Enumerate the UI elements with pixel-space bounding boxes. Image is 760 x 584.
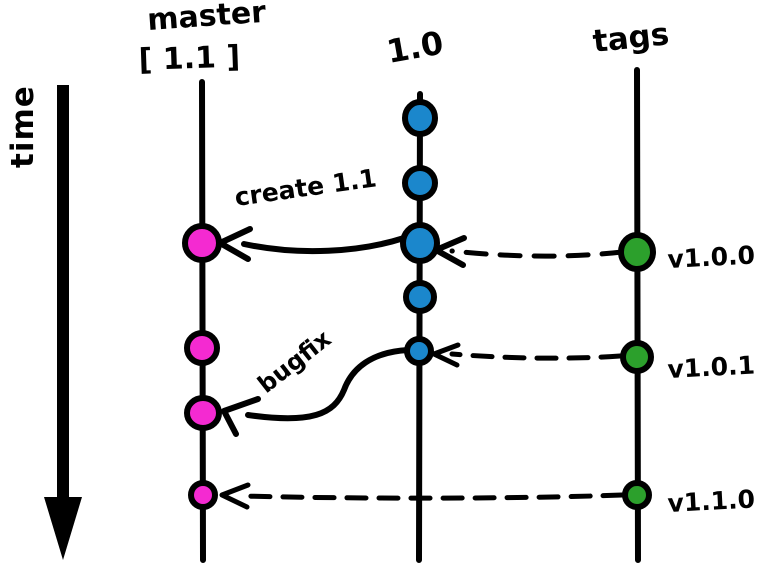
column-label-master: master — [146, 0, 267, 38]
arrowhead-tag-v101 — [431, 342, 461, 368]
commit-node-1-0-4[interactable] — [403, 280, 437, 314]
branch-line-1-0 — [416, 91, 423, 563]
arrowhead-tag-v100 — [433, 235, 467, 268]
commit-node-master-1[interactable] — [182, 223, 222, 263]
arrowhead-create-1-1 — [217, 226, 253, 262]
commit-nodes-master — [182, 223, 222, 510]
commit-node-master-3[interactable] — [184, 395, 222, 431]
tag-label-v101: v1.0.1 — [667, 350, 756, 384]
arrow-tag-v110-to-master — [241, 492, 625, 501]
arrowhead-bugfix — [221, 396, 261, 437]
commit-node-master-4[interactable] — [188, 480, 218, 510]
arrow-bugfix — [245, 347, 411, 422]
arrowhead-tag-v110 — [219, 482, 251, 510]
tag-label-v110: v1.1.0 — [667, 484, 756, 518]
branch-line-tags — [634, 67, 641, 563]
time-axis-label: time — [5, 85, 41, 168]
arrow-tag-v101-to-commit — [449, 351, 623, 361]
arrow-create-1-1 — [241, 235, 407, 255]
commit-node-1-0-2[interactable] — [402, 165, 438, 201]
arrows — [217, 226, 625, 510]
commit-node-1-0-5[interactable] — [404, 336, 434, 366]
commit-node-1-0-3[interactable] — [400, 222, 440, 264]
column-headers: master [ 1.1 ] 1.0 tags — [138, 0, 671, 78]
annotation-bugfix: bugfix — [252, 324, 336, 399]
commit-node-master-2[interactable] — [184, 330, 220, 366]
commit-nodes-1-0 — [400, 99, 440, 366]
time-axis-shaft — [57, 85, 69, 505]
branch-lines — [199, 67, 641, 563]
annotation-create-1-1: create 1.1 — [233, 163, 379, 212]
commit-node-1-0-1[interactable] — [402, 99, 438, 137]
time-axis: time — [5, 85, 82, 560]
tag-label-v100: v1.0.0 — [667, 240, 756, 274]
tag-node-v100[interactable] — [618, 232, 656, 272]
tag-labels: v1.0.0 v1.0.1 v1.1.0 — [667, 240, 756, 518]
column-label-master-version: [ 1.1 ] — [138, 39, 241, 78]
column-label-tags: tags — [591, 16, 671, 60]
time-axis-arrowhead — [44, 497, 82, 560]
tag-node-v101[interactable] — [620, 340, 654, 374]
tag-node-v110[interactable] — [622, 480, 652, 510]
annotations: create 1.1 bugfix — [233, 163, 379, 398]
arrow-tag-v100-to-commit — [449, 248, 625, 259]
column-label-1-0: 1.0 — [384, 24, 446, 71]
tag-nodes — [618, 232, 656, 510]
